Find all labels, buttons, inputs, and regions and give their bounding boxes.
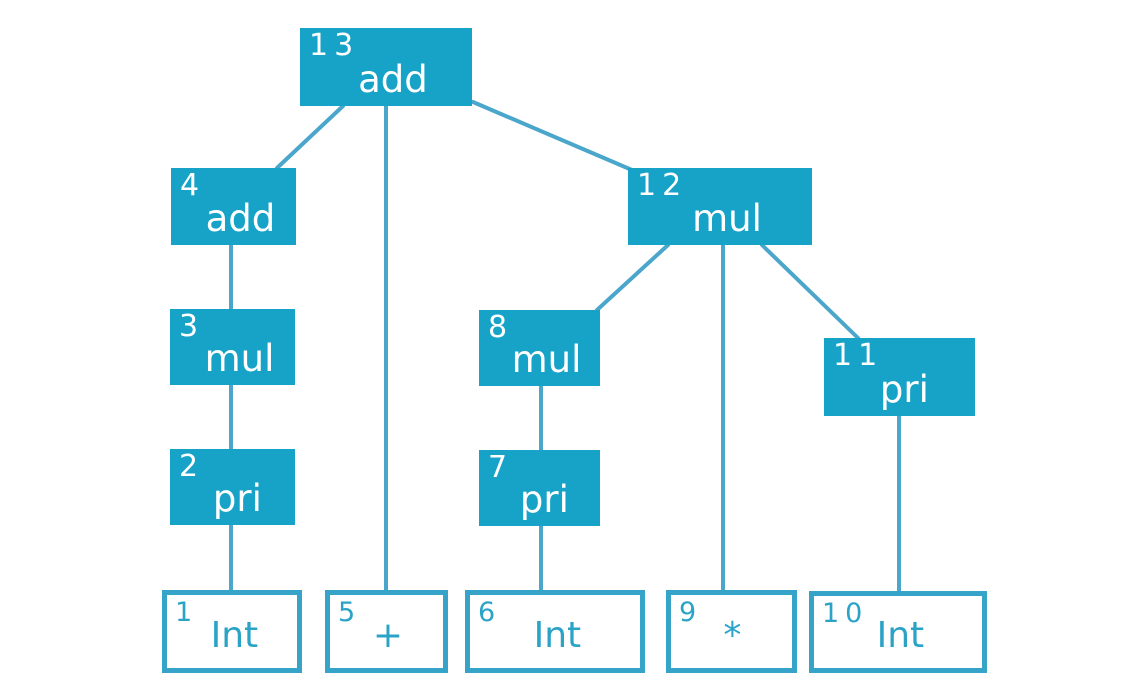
node-number: 10 <box>822 598 869 629</box>
leaf-6-int: 6 Int <box>465 590 645 673</box>
node-number: 4 <box>180 168 206 203</box>
node-number: 8 <box>488 310 514 345</box>
node-2-pri: 2 pri <box>170 449 295 525</box>
node-number: 7 <box>488 450 514 485</box>
node-label: + <box>372 615 404 657</box>
node-label: * <box>723 615 742 657</box>
node-number: 2 <box>179 449 205 484</box>
node-3-mul: 3 mul <box>170 309 295 385</box>
edge-12-11 <box>760 243 860 340</box>
edge-13-4 <box>275 104 345 170</box>
node-label: mul <box>692 197 762 241</box>
node-13-add: 13 add <box>300 28 472 106</box>
node-4-add: 4 add <box>171 168 296 245</box>
node-number: 9 <box>679 597 703 628</box>
node-label: mul <box>204 337 275 381</box>
leaf-9-star: 9 * <box>666 590 797 673</box>
node-label: Int <box>533 615 582 657</box>
node-label: pri <box>879 368 929 412</box>
edge-13-12 <box>471 100 634 172</box>
node-number: 3 <box>179 309 205 344</box>
node-label: pri <box>519 478 569 522</box>
leaf-5-plus: 5 + <box>325 590 448 673</box>
node-number: 5 <box>338 597 362 628</box>
leaf-1-int: 1 Int <box>162 590 302 673</box>
node-number: 13 <box>309 28 360 63</box>
node-label: add <box>358 58 428 102</box>
node-label: Int <box>210 615 259 657</box>
node-label: Int <box>876 615 925 657</box>
node-12-mul: 12 mul <box>628 168 812 245</box>
node-11-pri: 11 pri <box>824 338 975 416</box>
leaf-10-int: 10 Int <box>809 591 987 673</box>
node-number: 11 <box>833 338 884 373</box>
node-7-pri: 7 pri <box>479 450 600 526</box>
edge-12-8 <box>595 243 670 312</box>
node-8-mul: 8 mul <box>479 310 600 386</box>
node-label: pri <box>212 477 262 521</box>
node-number: 1 <box>175 597 199 628</box>
node-number: 12 <box>637 168 688 203</box>
node-number: 6 <box>478 597 502 628</box>
node-label: add <box>205 197 276 241</box>
node-label: mul <box>511 338 582 382</box>
